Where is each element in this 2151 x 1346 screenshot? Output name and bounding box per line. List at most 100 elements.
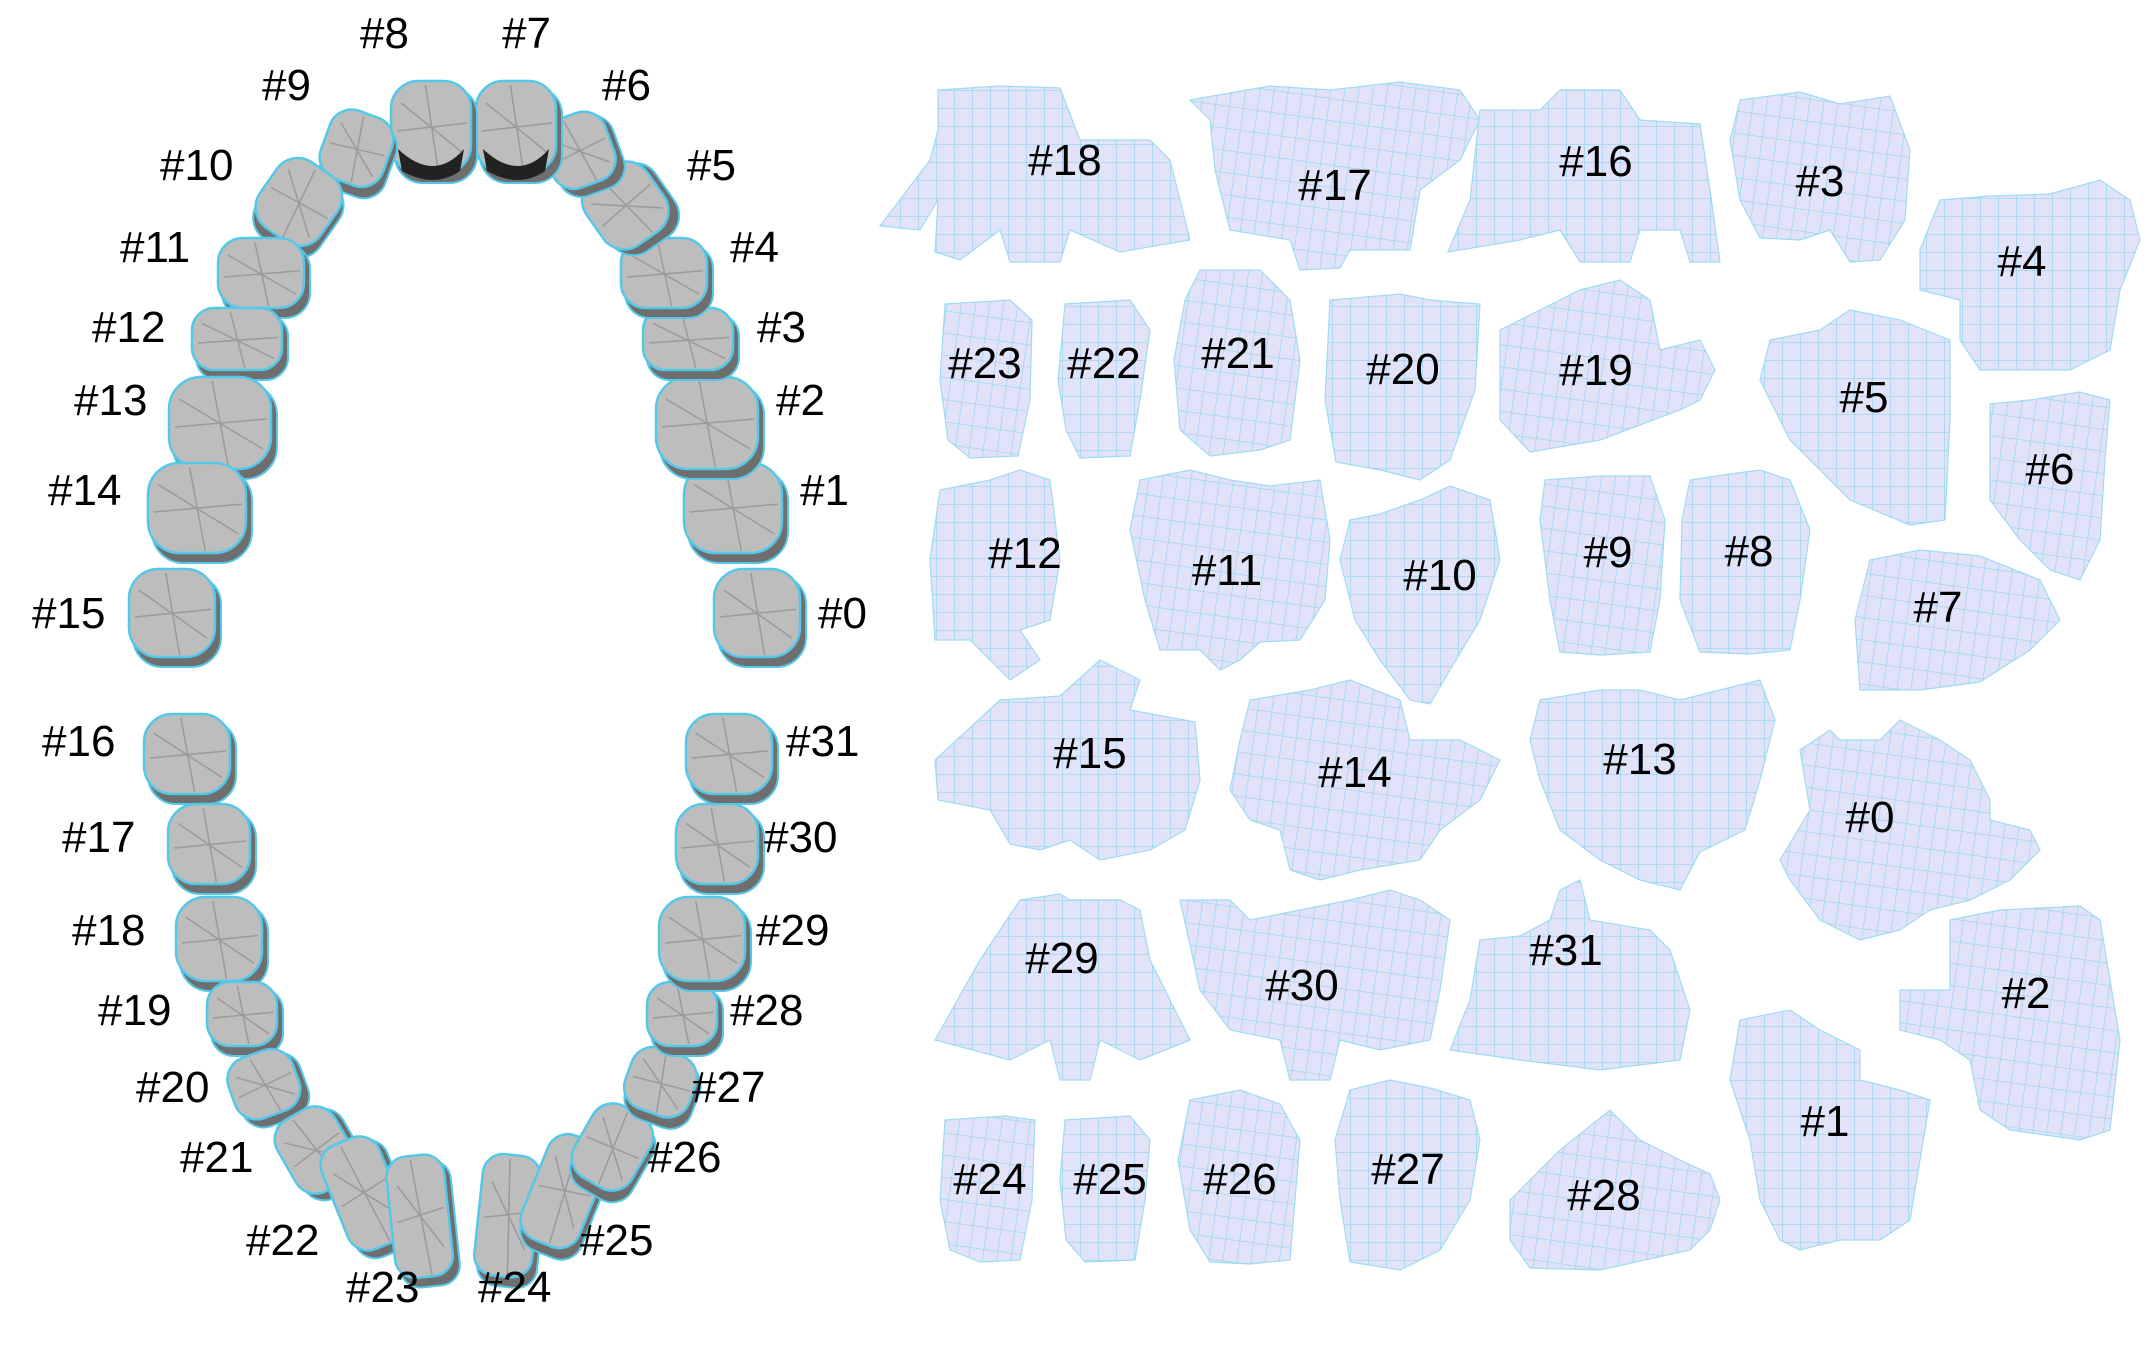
tooth-facet — [174, 380, 268, 468]
uv-patch-label: #1 — [1801, 1097, 1850, 1146]
tooth-facet — [212, 985, 274, 1045]
tooth — [146, 461, 253, 564]
tooth-facet — [661, 380, 755, 468]
uv-patch-mesh — [940, 300, 1032, 458]
tooth-label: #13 — [74, 376, 147, 425]
uv-patch-mesh — [1340, 486, 1500, 704]
tooth-label: #18 — [72, 906, 145, 955]
tooth-label: #2 — [776, 376, 825, 425]
uv-patch-mesh — [1730, 1010, 1930, 1250]
tooth — [622, 1045, 702, 1130]
tooth — [385, 1153, 461, 1289]
uv-patch-label: #28 — [1567, 1171, 1640, 1220]
uv-patch-mesh — [1130, 470, 1330, 670]
uv-patch-mesh — [1760, 310, 1950, 525]
uv-patch-mesh — [1730, 92, 1910, 262]
incisal-shadow — [398, 149, 464, 180]
uv-patch-label: #3 — [1796, 157, 1845, 206]
uv-patch-label-group: #18#17#16#3#4#23#22#21#20#19#5#6#12#11#1… — [948, 136, 2074, 1220]
uv-patch-mesh — [1510, 1110, 1720, 1270]
uv-patch — [1339, 485, 1501, 705]
uv-patch-label: #10 — [1403, 551, 1476, 600]
tooth-label: #24 — [478, 1263, 551, 1312]
uv-patch — [929, 469, 1061, 681]
tooth-label: #14 — [48, 466, 121, 515]
uv-patch-mesh — [1190, 82, 1480, 270]
uv-patch — [1759, 309, 1951, 526]
uv-patch-label: #22 — [1067, 339, 1140, 388]
uv-patch — [1779, 719, 2041, 941]
tooth-label: #3 — [757, 303, 806, 352]
tooth — [167, 375, 278, 480]
uv-patch — [1729, 91, 1911, 263]
uv-patch — [1324, 293, 1481, 481]
tooth — [645, 980, 724, 1057]
uv-patch — [1229, 679, 1501, 881]
tooth-label: #30 — [764, 813, 837, 862]
tooth-label: #6 — [602, 61, 651, 110]
uv-patch-label: #5 — [1840, 373, 1889, 422]
uv-patch — [1499, 279, 1716, 453]
uv-patch — [1057, 299, 1151, 459]
uv-patch — [1539, 475, 1666, 656]
tooth-facet — [134, 572, 212, 656]
tooth — [252, 156, 345, 259]
tooth-label: #25 — [580, 1216, 653, 1265]
uv-patch-mesh — [1230, 680, 1500, 880]
tooth — [654, 375, 765, 480]
uv-patch-label: #27 — [1371, 1145, 1444, 1194]
tooth — [127, 567, 222, 668]
uv-patch-label: #8 — [1725, 527, 1774, 576]
uv-patch-mesh — [1174, 270, 1300, 456]
uv-patch — [1449, 879, 1691, 1071]
tooth-facet — [332, 1146, 397, 1242]
uv-patch-mesh — [1178, 1090, 1300, 1264]
tooth-facet — [648, 311, 730, 369]
uv-patch-label: #30 — [1265, 961, 1338, 1010]
tooth — [619, 236, 714, 319]
tooth — [142, 712, 237, 805]
uv-patch-mesh — [1448, 90, 1720, 262]
uv-patch — [1509, 1109, 1721, 1271]
uv-patch — [1854, 549, 2061, 691]
uv-patch-mesh — [930, 470, 1060, 680]
tooth-label: #19 — [98, 986, 171, 1035]
uv-patch-label: #20 — [1366, 345, 1439, 394]
uv-patch-mesh — [880, 86, 1190, 262]
tooth — [174, 895, 269, 992]
uv-patch-label: #29 — [1025, 934, 1098, 983]
uv-patch-mesh — [1325, 294, 1480, 480]
tooth-label: #8 — [360, 9, 409, 58]
uv-patch-mesh — [1530, 680, 1775, 890]
tooth-facet — [664, 900, 742, 980]
uv-patch — [934, 659, 1201, 861]
tooth-label: #9 — [262, 61, 311, 110]
tooth-facet — [329, 116, 385, 183]
uv-patch-mesh — [1500, 280, 1715, 452]
tooth-facet — [396, 84, 468, 172]
uv-patch-mesh — [1920, 180, 2140, 370]
tooth-facet — [149, 717, 227, 793]
uv-patch-label: #13 — [1603, 735, 1676, 784]
uv-patch-mesh — [1180, 890, 1450, 1080]
tooth-facet — [235, 1059, 296, 1111]
uv-patch-label: #4 — [1998, 237, 2047, 286]
tooth — [674, 802, 765, 895]
uv-patch — [1919, 179, 2141, 371]
uv-patch-mesh — [1450, 880, 1690, 1070]
tooth-facet — [396, 1159, 445, 1275]
uv-patch-label: #7 — [1914, 583, 1963, 632]
incisal-shadow — [483, 149, 549, 180]
tooth-label: #16 — [42, 717, 115, 766]
tooth-label: #1 — [800, 466, 849, 515]
uv-patch — [1529, 679, 1776, 891]
uv-patch-mesh — [1990, 392, 2110, 580]
tooth-facet — [270, 169, 328, 238]
uv-patch-label: #12 — [988, 529, 1061, 578]
tooth — [657, 895, 752, 992]
tooth — [641, 306, 740, 381]
uv-patch-label: #21 — [1201, 329, 1274, 378]
uv-patch — [1177, 1089, 1301, 1265]
tooth-label: #17 — [62, 813, 135, 862]
